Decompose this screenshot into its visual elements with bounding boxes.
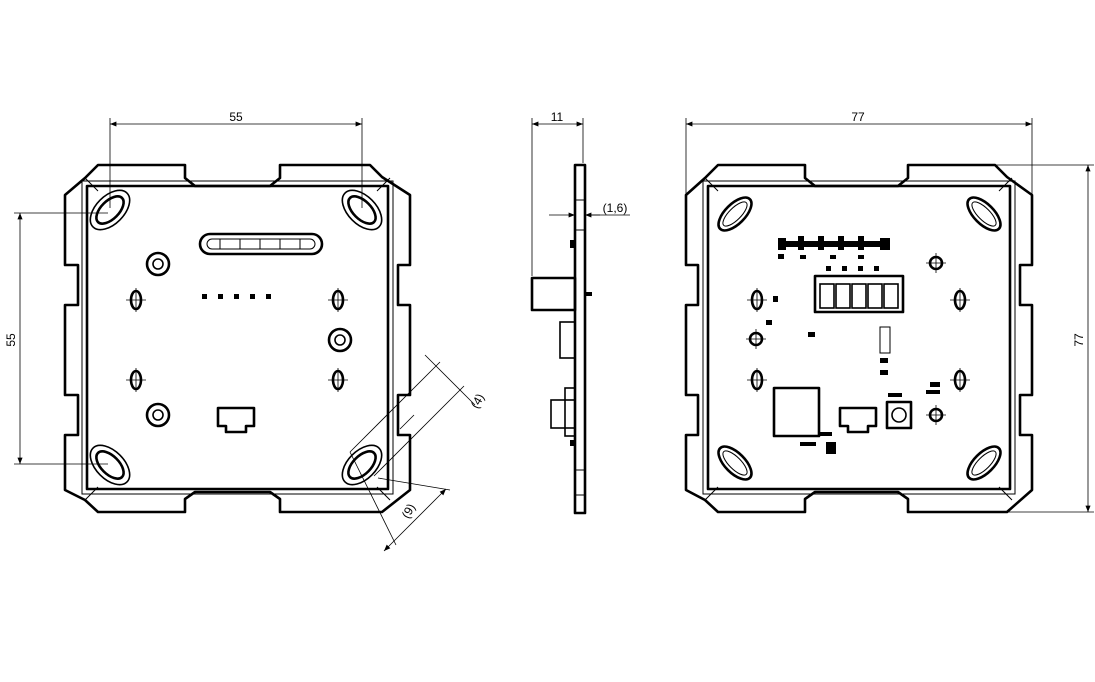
front-slot-bottom-left [89,444,131,486]
back-slot-bottom-left [717,445,753,481]
back-height-label: 77 [1072,333,1086,347]
back-holes [746,253,970,425]
front-slot-bottom-right [341,444,383,486]
back-component-strip [778,236,890,259]
slot-dimensions [349,354,476,552]
front-small-holes [126,288,348,392]
back-slot-bottom-right [966,445,1002,481]
slot-width-label: (4) [468,391,487,411]
front-hole-3 [145,402,171,428]
front-width-label: 55 [229,110,243,124]
front-corner-lines [84,177,391,501]
front-led-dots [202,294,271,299]
front-slot-top-left [89,189,131,231]
back-frame-outer [684,163,1034,514]
back-connector-cutout [838,406,878,434]
side-pin [585,292,592,296]
front-slot-top-right [341,189,383,231]
side-component-1 [559,321,576,359]
back-width-label: 77 [851,110,865,124]
back-inner-plate-offset [702,180,1016,495]
front-view: 55 55 (4) (9) [4,110,487,552]
front-connector-cutout [216,406,256,434]
front-width-dimension [109,118,363,208]
side-depth-label: 11 [551,110,564,124]
side-board [573,163,587,515]
back-slot-top-left [717,196,753,232]
front-led-bar [198,232,324,256]
side-connector [530,276,577,312]
side-board-label: (1,6) [603,201,628,215]
side-board-details [575,199,585,496]
slot-length-label: (9) [399,501,418,521]
back-inner-plate [706,184,1012,491]
back-height-dimension [995,164,1094,513]
side-smd-1 [570,240,575,248]
side-depth-dimension [531,118,584,276]
front-inner-plate-offset [81,180,394,495]
front-hole-2 [327,327,353,353]
front-inner-plate [85,184,390,491]
side-component-3 [564,387,576,437]
front-frame-outer [63,163,412,514]
back-slot-top-right [966,196,1002,232]
side-component-2 [550,399,576,429]
front-height-dimension [14,212,108,465]
back-width-dimension [685,118,1033,195]
side-smd-2 [570,440,575,446]
front-height-label: 55 [4,333,18,347]
back-button [885,400,913,430]
front-hole-1 [145,251,171,277]
side-view: 11 (1,6) [530,110,630,515]
back-square-component [772,386,821,438]
back-terminal-block [813,266,905,314]
back-view: 77 77 [684,110,1094,514]
back-small-components [766,296,940,454]
back-corner-lines [704,177,1013,501]
